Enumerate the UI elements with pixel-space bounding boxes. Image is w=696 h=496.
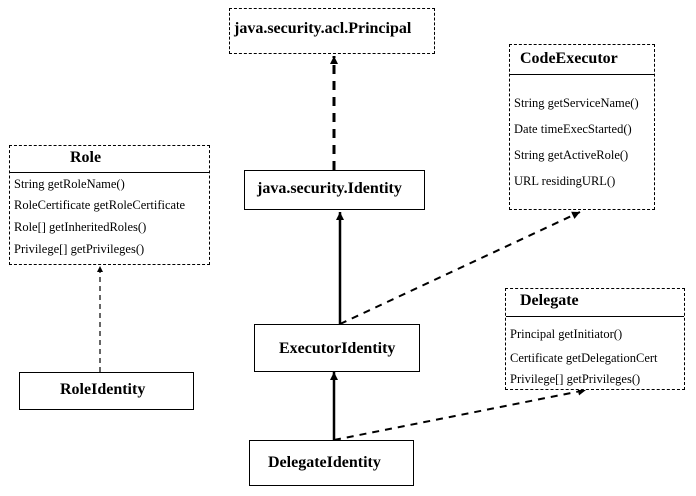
codeexecutor-divider [510, 74, 654, 75]
executor-to-codeexecutor-arrow [339, 211, 581, 325]
codeexecutor-interface-box: CodeExecutor String getServiceName() Dat… [509, 44, 655, 210]
principal-title: java.security.acl.Principal [234, 20, 412, 37]
codeexecutor-method: URL residingURL() [514, 174, 616, 188]
delegate-method: Certificate getDelegationCert [510, 351, 658, 365]
executoridentity-class-box: ExecutorIdentity [254, 324, 420, 372]
identity-class-box: java.security.Identity [244, 170, 425, 210]
role-method: String getRoleName() [14, 177, 125, 191]
role-method: Privilege[] getPrivileges() [14, 242, 145, 256]
role-divider [10, 172, 209, 173]
codeexecutor-method: String getServiceName() [514, 96, 639, 110]
delegate-title: Delegate [520, 292, 579, 309]
delegate-method: Principal getInitiator() [510, 327, 623, 341]
role-method: Role[] getInheritedRoles() [14, 220, 147, 234]
role-interface-box: Role String getRoleName() RoleCertificat… [9, 145, 210, 265]
principal-interface-box: java.security.acl.Principal [229, 8, 435, 54]
roleidentity-title: RoleIdentity [60, 381, 146, 398]
executoridentity-title: ExecutorIdentity [279, 340, 396, 357]
codeexecutor-method: String getActiveRole() [514, 148, 629, 162]
delegateidentity-title: DelegateIdentity [268, 454, 381, 471]
delegate-interface-box: Delegate Principal getInitiator() Certif… [505, 288, 685, 390]
delegate-method: Privilege[] getPrivileges() [510, 372, 641, 386]
roleidentity-class-box: RoleIdentity [19, 372, 194, 410]
codeexecutor-title: CodeExecutor [520, 50, 618, 67]
delegateidentity-class-box: DelegateIdentity [249, 440, 414, 486]
codeexecutor-method: Date timeExecStarted() [514, 122, 632, 136]
delegate-divider [506, 316, 684, 317]
identity-title: java.security.Identity [257, 180, 402, 197]
role-method: RoleCertificate getRoleCertificate [14, 198, 186, 212]
delegateidentity-to-delegate-arrow [333, 387, 587, 441]
role-title: Role [70, 149, 102, 166]
